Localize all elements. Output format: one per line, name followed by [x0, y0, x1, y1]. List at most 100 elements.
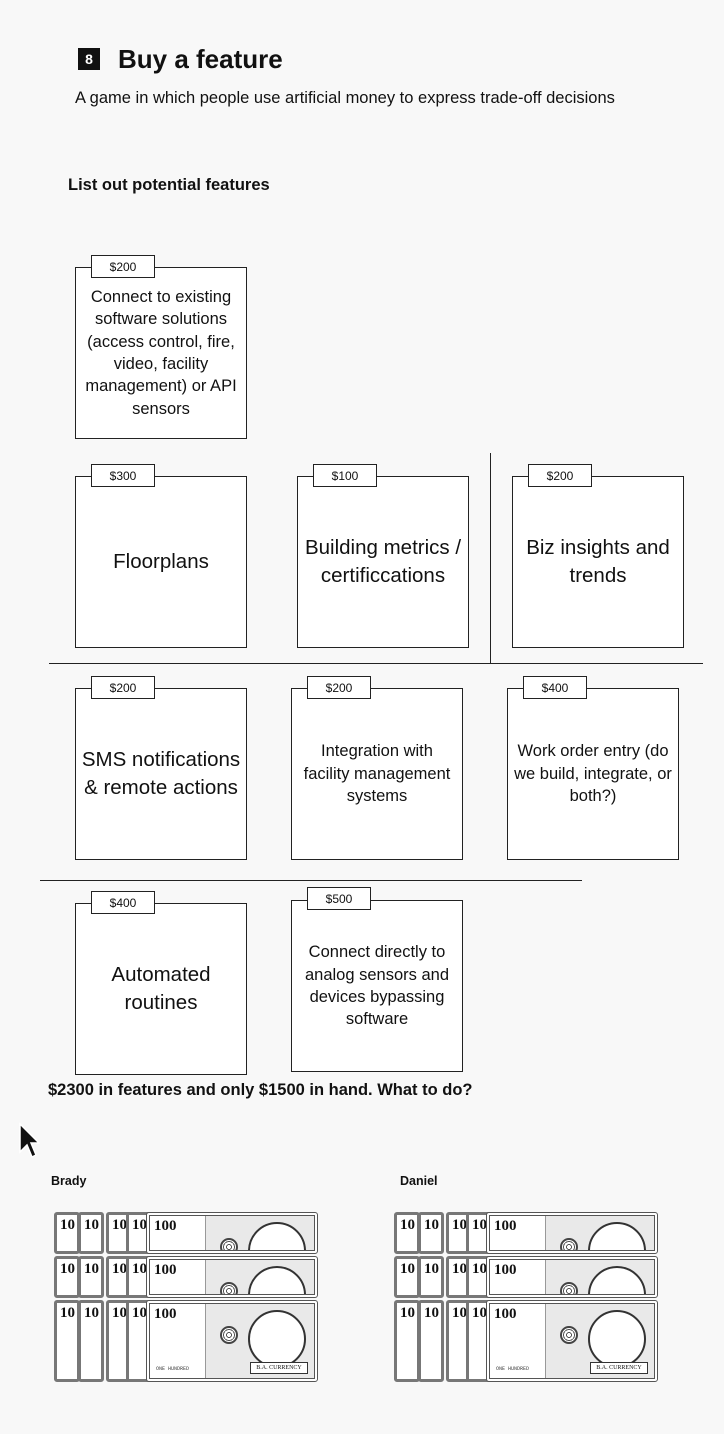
bill-denomination: 10	[132, 1305, 147, 1321]
play-money-bill[interactable]: 10	[54, 1300, 80, 1382]
play-money-bill[interactable]: 10	[418, 1256, 444, 1298]
seal-icon	[220, 1282, 238, 1294]
feature-card[interactable]: Integration with facility management sys…	[291, 688, 463, 860]
feature-card[interactable]: Biz insights and trends	[512, 476, 684, 648]
bill-portrait-panel	[205, 1260, 314, 1294]
player-name: Daniel	[400, 1174, 438, 1188]
player-name: Brady	[51, 1174, 87, 1188]
play-money-bill[interactable]: 10	[394, 1256, 420, 1298]
price-tag[interactable]: $400	[91, 891, 155, 914]
feature-card[interactable]: Connect to existing software solutions (…	[75, 267, 247, 439]
bill-denomination: 10	[452, 1261, 467, 1277]
bill-denomination: 100	[154, 1262, 177, 1278]
step-number-badge: 8	[78, 48, 100, 70]
bill-denomination: 100	[494, 1218, 517, 1234]
bill-portrait-panel: B.A. CURRENCY	[205, 1304, 314, 1378]
price-tag[interactable]: $400	[523, 676, 587, 699]
bill-denomination: 10	[400, 1305, 415, 1321]
bill-denomination: 10	[84, 1305, 99, 1321]
bill-denomination: 10	[452, 1217, 467, 1233]
seal-icon	[220, 1238, 238, 1250]
bill-denomination: 10	[424, 1217, 439, 1233]
feature-label: Connect directly to analog sensors and d…	[304, 943, 450, 1029]
play-money-bill[interactable]: 10	[394, 1212, 420, 1254]
budget-question: $2300 in features and only $1500 in hand…	[48, 1081, 473, 1099]
price-tag[interactable]: $200	[528, 464, 592, 487]
price-tag[interactable]: $100	[313, 464, 377, 487]
bill-denomination: 10	[60, 1261, 75, 1277]
bill-denomination: 10	[452, 1305, 467, 1321]
play-money-bill[interactable]: 10	[78, 1212, 104, 1254]
bill-denomination: 10	[400, 1217, 415, 1233]
portrait-icon	[248, 1266, 306, 1294]
divider-vertical	[490, 453, 491, 664]
play-money-bill[interactable]: 10	[394, 1300, 420, 1382]
portrait-icon	[588, 1310, 646, 1368]
feature-label: Work order entry (do we build, integrate…	[514, 742, 672, 806]
mouse-cursor-icon	[19, 1122, 40, 1159]
play-money-bill[interactable]: 10	[418, 1212, 444, 1254]
portrait-icon	[588, 1266, 646, 1294]
portrait-icon	[248, 1310, 306, 1368]
bill-portrait-panel	[545, 1260, 654, 1294]
feature-label: Building metrics / certificcations	[304, 536, 462, 587]
feature-card[interactable]: Automated routines	[75, 903, 247, 1075]
price-tag[interactable]: $500	[307, 887, 371, 910]
bill-denomination: 100	[494, 1306, 517, 1322]
bill-portrait-panel	[205, 1216, 314, 1250]
bill-denomination: 10	[472, 1217, 487, 1233]
play-money-bill[interactable]: 100	[146, 1256, 318, 1298]
play-money-bill[interactable]: 100	[486, 1256, 658, 1298]
price-tag[interactable]: $200	[91, 676, 155, 699]
bill-denomination: 10	[84, 1217, 99, 1233]
feature-card[interactable]: SMS notifications & remote actions	[75, 688, 247, 860]
feature-card[interactable]: Floorplans	[75, 476, 247, 648]
bill-denomination: 100	[154, 1218, 177, 1234]
divider-horizontal-upper	[49, 663, 703, 664]
bill-portrait-panel	[545, 1216, 654, 1250]
feature-card[interactable]: Connect directly to analog sensors and d…	[291, 900, 463, 1072]
bill-denomination: 10	[132, 1261, 147, 1277]
play-money-bill[interactable]: 100	[486, 1212, 658, 1254]
bill-denomination: 10	[472, 1305, 487, 1321]
play-money-bill[interactable]: 100	[146, 1212, 318, 1254]
bill-portrait-panel: B.A. CURRENCY	[545, 1304, 654, 1378]
feature-card[interactable]: Work order entry (do we build, integrate…	[507, 688, 679, 860]
bill-denomination: 10	[112, 1305, 127, 1321]
portrait-icon	[588, 1222, 646, 1250]
seal-icon	[560, 1238, 578, 1250]
seal-icon	[560, 1326, 578, 1344]
feature-label: Biz insights and trends	[526, 536, 670, 587]
bill-banner: B.A. CURRENCY	[590, 1362, 648, 1374]
feature-label: SMS notifications & remote actions	[81, 748, 241, 799]
price-tag[interactable]: $200	[91, 255, 155, 278]
bill-denomination: 10	[60, 1217, 75, 1233]
seal-icon	[560, 1282, 578, 1294]
bill-denomination: 10	[400, 1261, 415, 1277]
page-title: Buy a feature	[118, 44, 283, 74]
price-tag[interactable]: $300	[91, 464, 155, 487]
play-money-bill[interactable]: 10	[54, 1256, 80, 1298]
portrait-icon	[248, 1222, 306, 1250]
play-money-bill[interactable]: 10	[78, 1300, 104, 1382]
play-money-bill[interactable]: 10	[54, 1212, 80, 1254]
play-money-bill[interactable]: 10	[418, 1300, 444, 1382]
bill-fine-print: ONE HUNDRED	[496, 1365, 530, 1372]
feature-card[interactable]: Building metrics / certificcations	[297, 476, 469, 648]
play-money-bill[interactable]: 10	[78, 1256, 104, 1298]
bill-denomination: 10	[60, 1305, 75, 1321]
seal-icon	[220, 1326, 238, 1344]
feature-label: Connect to existing software solutions (…	[85, 287, 237, 418]
price-tag[interactable]: $200	[307, 676, 371, 699]
bill-denomination: 10	[424, 1261, 439, 1277]
bill-banner: B.A. CURRENCY	[250, 1362, 308, 1374]
bill-denomination: 10	[132, 1217, 147, 1233]
